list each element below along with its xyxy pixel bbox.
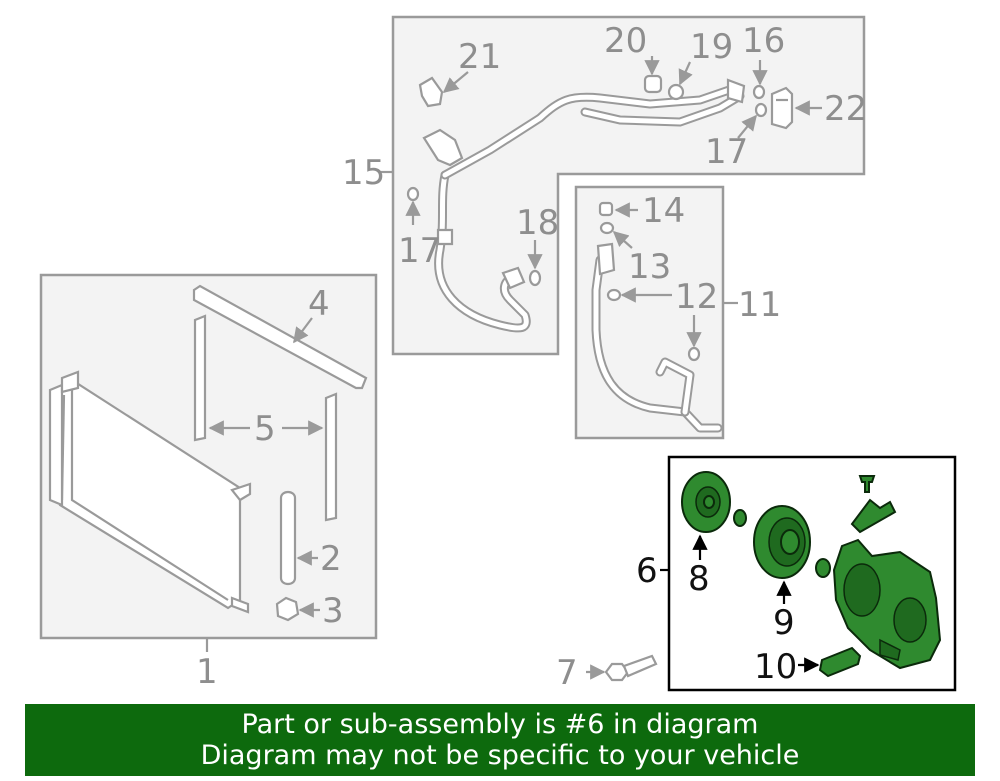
callout-20: 20: [604, 21, 647, 61]
callout-9: 9: [773, 603, 795, 643]
callout-7: 7: [556, 653, 578, 693]
part-18-o-ring: 18: [516, 203, 559, 287]
callout-8: 8: [688, 559, 710, 599]
callout-15: 15: [342, 153, 385, 193]
callout-18: 18: [516, 203, 559, 243]
part-3-plug: 3: [275, 591, 344, 631]
banner-line-1: Part or sub-assembly is #6 in diagram: [241, 709, 759, 740]
callout-10: 10: [754, 647, 797, 687]
liquid-line: [591, 242, 723, 433]
callout-17-left: 17: [398, 231, 441, 271]
compressor-bracket: [850, 475, 897, 534]
condenser: [48, 370, 252, 614]
part-17-o-ring-upper: 17: [705, 102, 768, 172]
part-20-cap: 20: [604, 21, 663, 94]
callout-1: 1: [196, 652, 218, 692]
part-10-valve: 10: [754, 646, 862, 687]
callout-12: 12: [675, 277, 718, 317]
part-22-valve: 22: [770, 86, 867, 130]
banner-line-2: Diagram may not be specific to your vehi…: [200, 740, 800, 771]
callout-13: 13: [628, 247, 671, 287]
callout-6: 6: [636, 551, 658, 591]
part-4-seal: 4: [192, 284, 368, 390]
callout-2: 2: [320, 539, 342, 579]
part-8-clutch-plate: 8: [681, 471, 747, 599]
part-13-valve-core: 13: [599, 221, 671, 287]
compressor-body: [832, 538, 942, 670]
callout-14: 14: [642, 191, 685, 231]
part-19-valve-core: 19: [667, 27, 733, 101]
suction-hose: [422, 78, 746, 333]
callout-17-upper: 17: [705, 132, 748, 172]
callout-16: 16: [742, 21, 785, 61]
part-14-cap: 14: [598, 191, 685, 231]
callout-22: 22: [824, 89, 867, 129]
part-7-bolt: 7: [556, 653, 658, 693]
part-17-o-ring-left: 17: [398, 186, 441, 271]
callout-21: 21: [458, 37, 501, 77]
pressure-sensor: 21: [418, 37, 501, 108]
callout-3: 3: [322, 591, 344, 631]
callout-11: 11: [738, 285, 781, 325]
part-16-o-ring: 16: [742, 21, 785, 100]
info-banner: Part or sub-assembly is #6 in diagram Di…: [25, 704, 975, 776]
callout-19: 19: [690, 27, 733, 67]
callout-5: 5: [254, 409, 276, 449]
part-9-pulley: 9: [753, 505, 831, 643]
callout-4: 4: [308, 284, 330, 324]
part-12-o-ring: 12: [606, 277, 718, 362]
part-5-seals: 5: [193, 314, 338, 522]
part-2-drier: 2: [279, 490, 342, 586]
